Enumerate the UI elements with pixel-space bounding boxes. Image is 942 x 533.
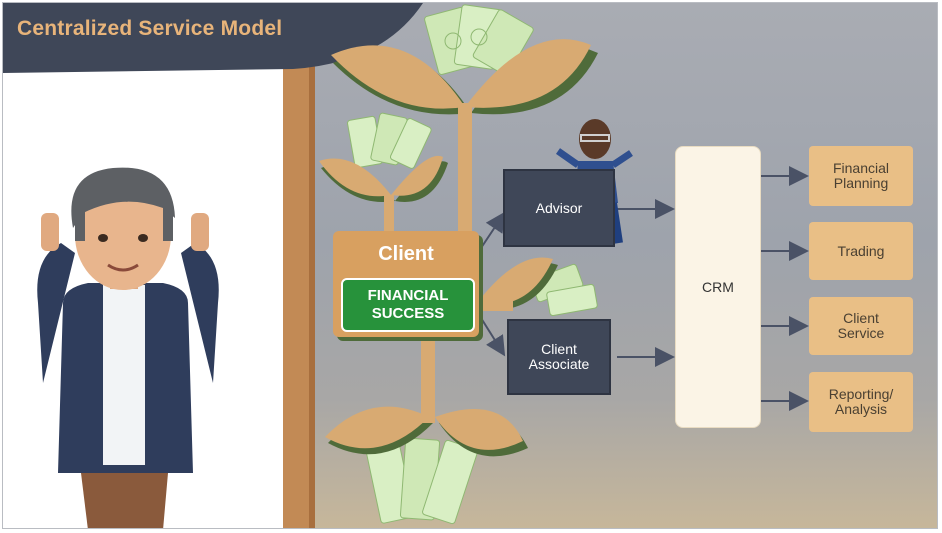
financial-planning-box: Financial Planning xyxy=(809,146,913,206)
money-bottom-icon xyxy=(365,437,478,525)
diagram-graphics xyxy=(37,4,809,528)
money-left-icon xyxy=(347,112,432,169)
reporting-analysis-box: Reporting/ Analysis xyxy=(809,372,913,432)
slide-title: Centralized Service Model xyxy=(17,17,283,40)
wooden-post-edge xyxy=(309,58,315,528)
title-banner xyxy=(3,3,423,73)
plant-illustration xyxy=(319,39,598,457)
financial-success-badge: FINANCIAL SUCCESS xyxy=(341,278,475,332)
trading-box: Trading xyxy=(809,222,913,280)
man-character-illustration xyxy=(37,167,219,528)
money-top-icon xyxy=(424,4,534,76)
client-associate-box: Client Associate xyxy=(507,319,611,395)
client-label: Client xyxy=(378,243,434,265)
connector-arrows xyxy=(480,166,809,411)
client-service-box: Client Service xyxy=(809,297,913,355)
crm-box: CRM xyxy=(675,146,761,428)
advisor-box: Advisor xyxy=(503,169,615,247)
client-box: Client FINANCIAL SUCCESS xyxy=(333,231,479,337)
